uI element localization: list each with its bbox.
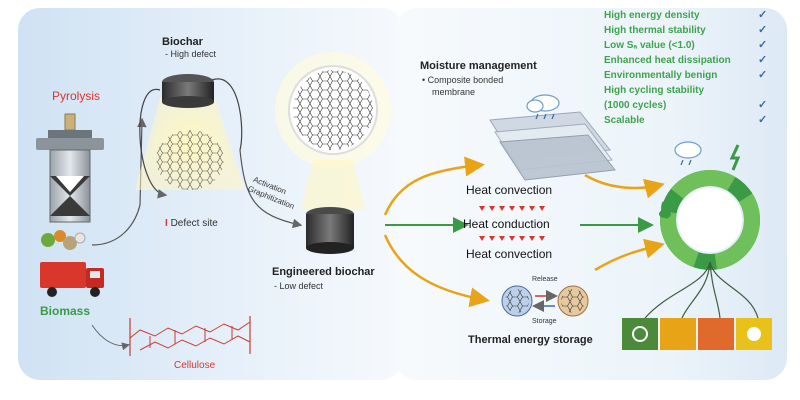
heat-convection-top: Heat convection [466, 183, 553, 197]
lightning-icon [729, 144, 741, 171]
pyrolysis-reactor [36, 113, 104, 223]
conduction-arrows [479, 206, 545, 241]
check-icon: ✓ [758, 39, 768, 51]
storage-label: Storage [532, 318, 557, 325]
sdg-tiles [622, 318, 772, 350]
arrow-moisture-ring [584, 173, 665, 199]
check-icon: ✓ [758, 54, 768, 66]
arrow-to-storage [383, 234, 490, 308]
defect-site-label: I Defect site [165, 218, 218, 229]
sustainability-cycle-ring [659, 170, 760, 270]
property-4: Enhanced heat dissipation [604, 55, 731, 66]
arrow-biochar-return [211, 78, 243, 151]
leaf-icon [659, 210, 671, 218]
arrow-activation [239, 149, 303, 229]
rain-cloud-icon [526, 94, 560, 120]
heat-convection-bottom: Heat convection [466, 247, 553, 261]
check-icon: ✓ [758, 24, 768, 36]
arrow-biomass-cellulose [91, 324, 130, 351]
biochar-title: Biochar [162, 36, 203, 48]
pyrolysis-label: Pyrolysis [52, 89, 101, 103]
property-2: High thermal stability [604, 25, 706, 36]
biomass-pile-icon [41, 230, 86, 250]
thermal-storage-spheres [501, 285, 589, 317]
engineered-biochar-subtitle: - Low defect [274, 281, 324, 291]
rain-cloud-icon-right [674, 141, 702, 166]
truck-icon [40, 262, 104, 297]
membrane-illustration [489, 94, 616, 181]
arrow-storage-ring [594, 238, 665, 272]
property-5: Environmentally benign [604, 70, 718, 81]
arrow-biochar-loop [139, 89, 168, 199]
moisture-sub-1: • Composite bonded [422, 75, 504, 85]
property-1: High energy density [604, 10, 700, 21]
moisture-sub-2: membrane [432, 87, 476, 97]
property-7: (1000 cycles) [604, 100, 667, 111]
biomass-label: Biomass [40, 304, 91, 318]
engineered-biochar-cylinder [306, 207, 354, 254]
check-icon: ✓ [758, 69, 768, 81]
arrow-to-moisture [383, 156, 485, 216]
check-icon: ✓ [758, 99, 768, 111]
moisture-management-title: Moisture management [420, 60, 537, 72]
heat-conduction: Heat conduction [463, 217, 550, 231]
check-icon: ✓ [758, 114, 768, 126]
engineered-sphere [275, 52, 391, 210]
thermal-storage-label: Thermal energy storage [468, 334, 593, 346]
arrow-pyrolysis-biochar [91, 117, 147, 246]
cellulose-structure [129, 316, 251, 356]
cellulose-label: Cellulose [174, 360, 216, 371]
property-6: High cycling stability [604, 85, 705, 96]
check-icon: ✓ [758, 9, 768, 21]
roots-to-sdg [644, 261, 759, 319]
property-3: Low Sₐ value (<1.0) [604, 40, 695, 51]
release-label: Release [532, 276, 558, 283]
property-8: Scalable [604, 115, 645, 126]
biochar-high-defect [135, 74, 245, 190]
engineered-biochar-title: Engineered biochar [272, 266, 375, 278]
biochar-subtitle: - High defect [165, 49, 217, 59]
